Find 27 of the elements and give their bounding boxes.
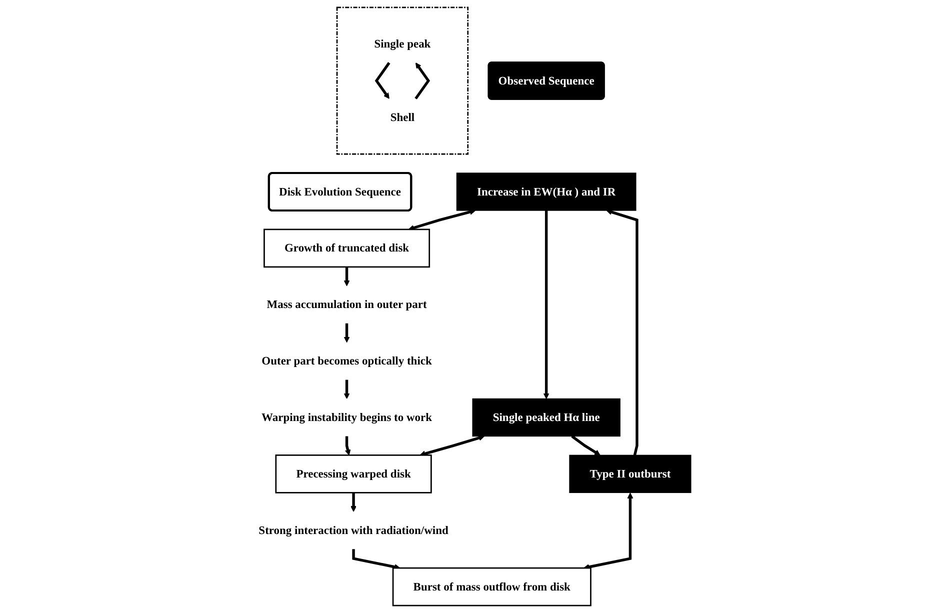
arrow	[344, 323, 350, 343]
node-text: Mass accumulation in outer part	[267, 298, 428, 311]
cluster	[336, 6, 469, 155]
arrow	[408, 209, 476, 231]
arrow	[352, 549, 401, 570]
arrow	[350, 492, 357, 512]
arrow	[344, 266, 350, 286]
node-text: Strong interaction with radiation/wind	[259, 524, 449, 537]
node-box: Type II outburst	[570, 454, 692, 494]
node-box: Precessing warped disk	[276, 454, 432, 494]
arrow	[606, 209, 639, 456]
arrow	[420, 435, 485, 457]
node-text: Outer part becomes optically thick	[262, 354, 432, 368]
arrow	[584, 492, 634, 570]
node-box: Growth of truncated disk	[264, 228, 430, 268]
node-text: Shell	[390, 110, 415, 124]
node-box: Single peaked Hα line	[472, 398, 621, 437]
arrow	[344, 380, 350, 400]
node-box: Burst of mass outflow from disk	[392, 567, 592, 606]
arrow	[544, 210, 550, 400]
arrow	[414, 62, 430, 100]
node-text: Warping instability begins to work	[262, 410, 432, 424]
node-text: Single peak	[374, 38, 432, 50]
node-box: Increase in EW(Hα ) and IR	[456, 172, 637, 211]
arrow	[375, 62, 391, 99]
arrow	[572, 435, 601, 456]
arrow	[345, 436, 352, 456]
